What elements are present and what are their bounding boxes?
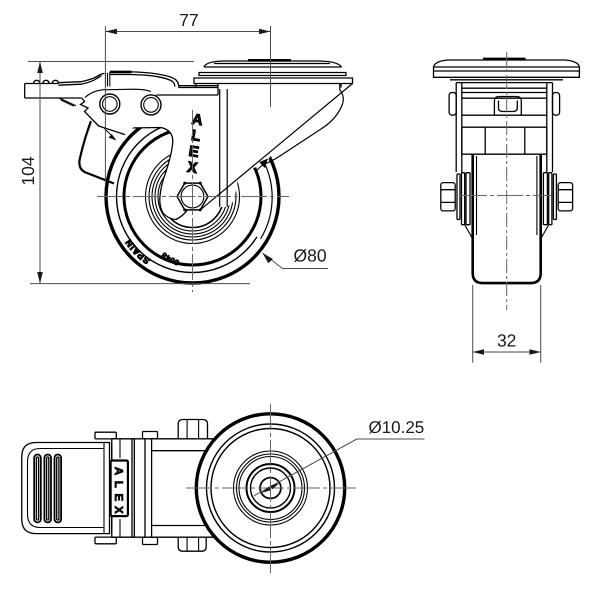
svg-text:A: A [112, 467, 124, 475]
svg-text:104: 104 [18, 156, 38, 185]
svg-text:X: X [112, 506, 124, 514]
svg-text:E: E [188, 143, 201, 161]
svg-text:L: L [112, 481, 124, 488]
svg-text:77: 77 [179, 10, 198, 30]
svg-text:Ø10.25: Ø10.25 [369, 418, 425, 437]
svg-text:E: E [112, 493, 124, 501]
svg-text:A: A [191, 111, 205, 130]
svg-text:32: 32 [497, 331, 516, 351]
svg-text:Ø80: Ø80 [294, 246, 327, 266]
